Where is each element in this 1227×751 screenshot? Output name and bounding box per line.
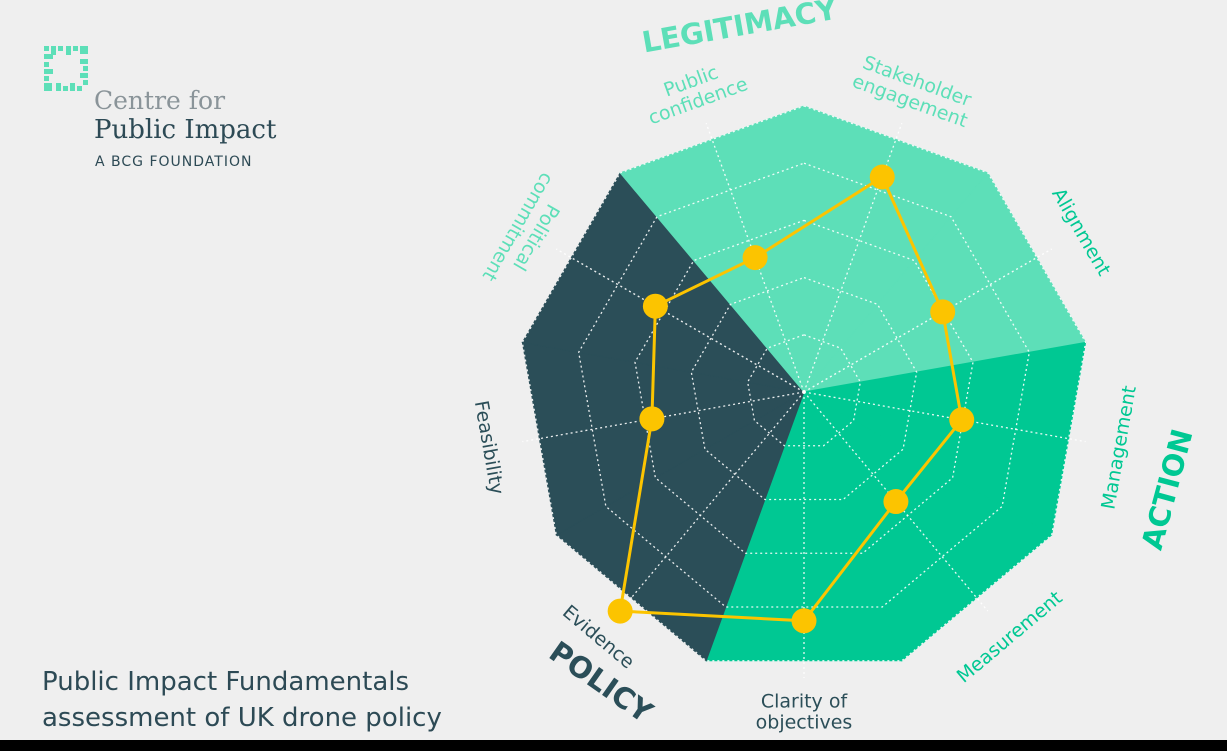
- grid-ring: [690, 276, 918, 501]
- axis-label-line: Alignment: [1047, 184, 1115, 279]
- data-point: [642, 293, 668, 319]
- group-label-action: ACTION: [1135, 425, 1200, 553]
- group-label-legitimacy: LEGITIMACY: [639, 0, 840, 60]
- data-point: [883, 489, 909, 515]
- axis-label: Publicconfidence: [638, 53, 750, 129]
- axis-label-line: Clarity of: [761, 691, 849, 713]
- axis-label-line: Management: [1097, 384, 1140, 511]
- axis-label: Stakeholderengagement: [849, 50, 977, 132]
- data-point: [869, 164, 895, 190]
- axis-label: Alignment: [1047, 184, 1115, 279]
- data-point: [791, 608, 817, 634]
- data-point: [742, 245, 768, 271]
- axis-label: Management: [1097, 384, 1140, 511]
- axis-label-line: Feasibility: [470, 399, 508, 496]
- axis-label: Feasibility: [470, 399, 508, 496]
- caption-line-1: Public Impact Fundamentals: [42, 667, 410, 697]
- grid-ring: [746, 334, 862, 447]
- grid-ring: [521, 105, 1087, 662]
- bottom-bar: [0, 740, 1227, 751]
- axis-label-line: objectives: [756, 712, 853, 734]
- data-point: [949, 407, 975, 433]
- logo: [44, 46, 88, 91]
- series-line: [618, 174, 964, 623]
- caption-line-2: assessment of UK drone policy: [42, 703, 442, 733]
- data-point: [639, 406, 665, 432]
- logo-text-impact: Public Impact: [94, 115, 277, 145]
- starburst-square-icon: [44, 46, 88, 91]
- logo-text-foundation: A BCG FOUNDATION: [95, 154, 253, 170]
- logo-text-centre: Centre for: [94, 86, 226, 115]
- sector-legitimacy: [619, 105, 805, 394]
- caption: Public Impact Fundamentals assessment of…: [42, 664, 442, 736]
- data-point: [930, 299, 956, 325]
- data-point: [607, 598, 633, 624]
